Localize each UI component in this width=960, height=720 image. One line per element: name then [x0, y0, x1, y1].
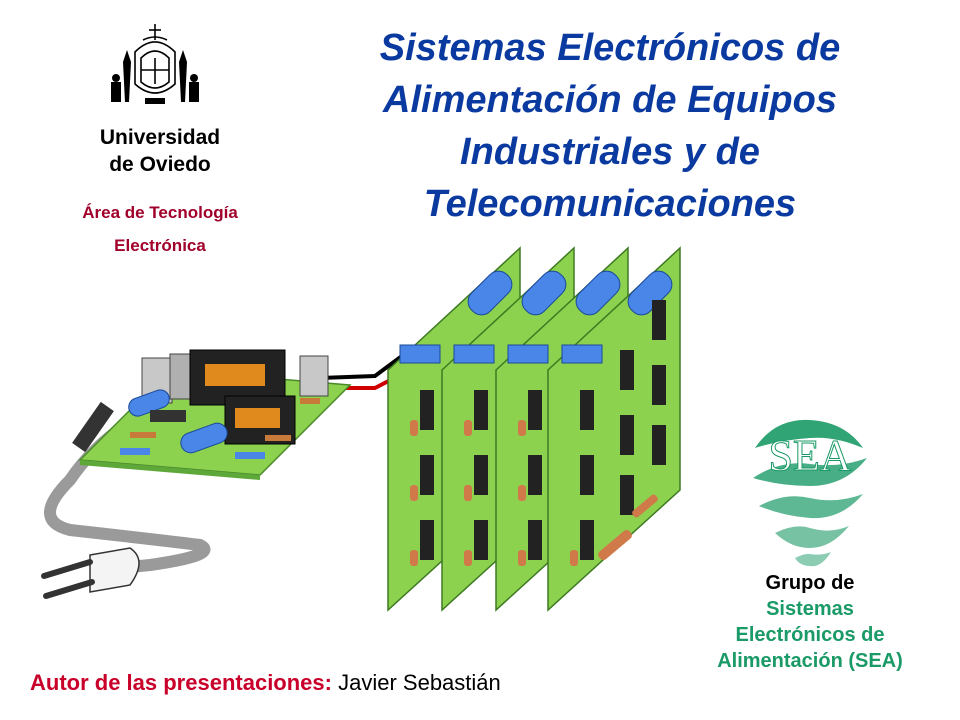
area-name: Área de Tecnología Electrónica [30, 196, 290, 262]
author-credit: Autor de las presentaciones: Javier Seba… [30, 668, 501, 698]
power-plug-icon [41, 547, 140, 599]
group-line: Alimentación (SEA) [717, 650, 903, 672]
group-line: Sistemas [766, 598, 854, 620]
slide-title: Sistemas Electrónicos de Alimentación de… [320, 22, 900, 230]
group-name: Grupo de Sistemas Electrónicos de Alimen… [680, 570, 940, 674]
author-label: Autor de las presentaciones: [30, 670, 332, 695]
group-line: Electrónicos de [735, 624, 885, 646]
circuit-boards-illustration [387, 246, 681, 612]
circuit-board [547, 246, 681, 612]
power-cable [44, 419, 211, 576]
sea-logo-letters: SEA [768, 431, 851, 480]
university-line: Universidad [99, 126, 221, 149]
university-crest-icon [111, 24, 199, 104]
group-line: Grupo de [765, 572, 855, 594]
title-line: Industriales y de [460, 131, 760, 173]
power-supply-board-illustration [41, 348, 410, 599]
sea-logo-icon: SEA [753, 419, 867, 567]
title-line: Sistemas Electrónicos de [379, 27, 841, 69]
university-name: Universidad de Oviedo [40, 124, 280, 178]
area-line: Electrónica [114, 236, 206, 255]
university-line: de Oviedo [109, 153, 211, 176]
author-name: Javier Sebastián [338, 670, 501, 695]
area-line: Área de Tecnología [82, 203, 238, 222]
title-line: Alimentación de Equipos [383, 79, 837, 121]
title-line: Telecomunicaciones [423, 183, 797, 225]
